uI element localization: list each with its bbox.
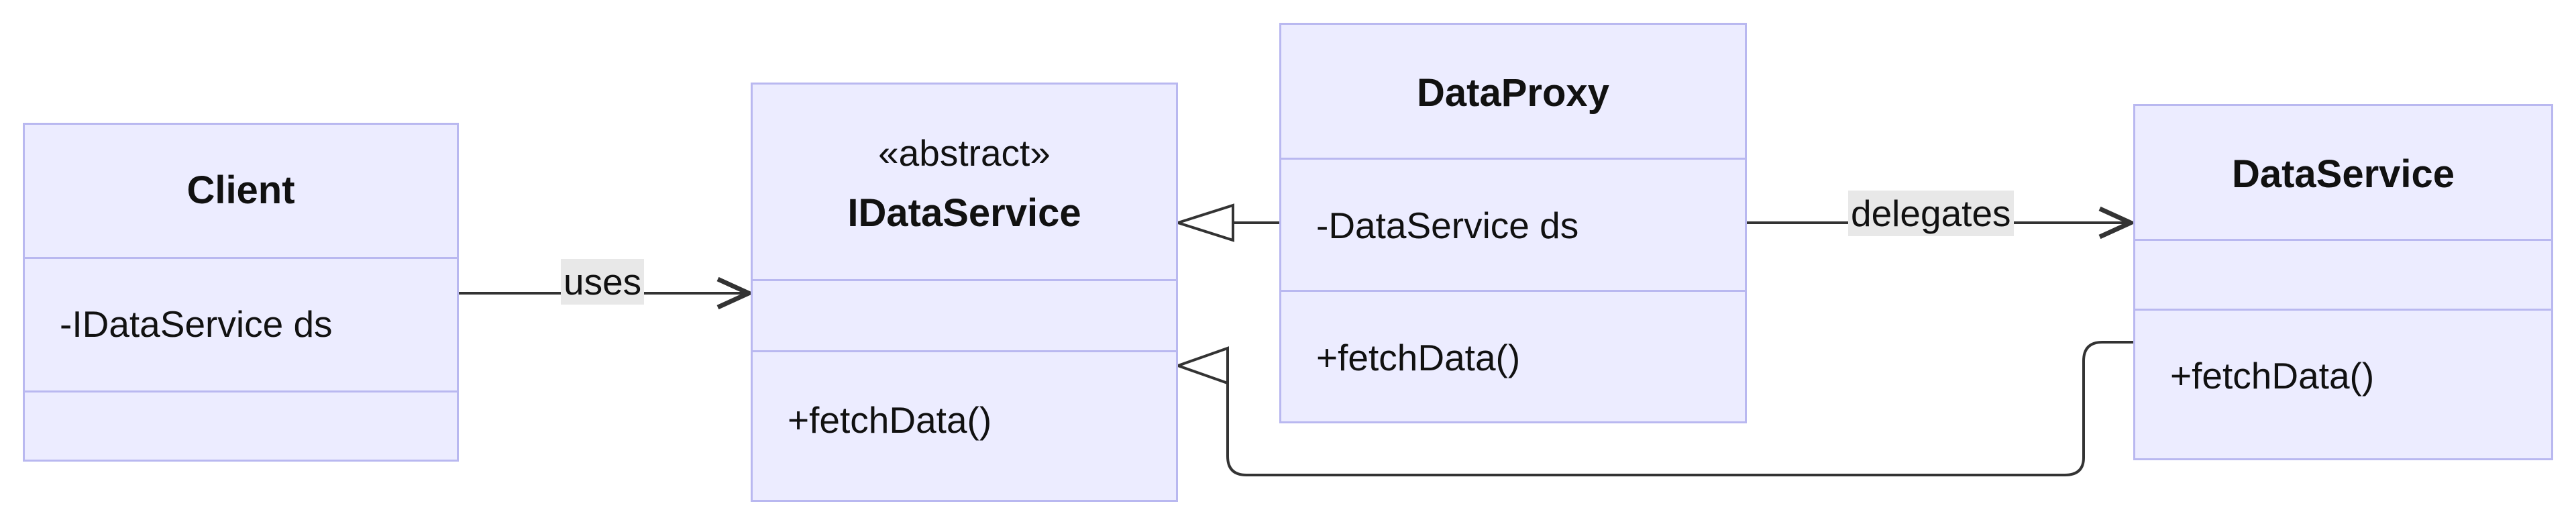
service-inheritance-edge-line	[1226, 341, 2133, 476]
service-inheritance-arrowhead	[1173, 346, 1229, 385]
class-dataservice[interactable]: DataService +fetchData()	[2133, 104, 2553, 460]
divider	[2135, 309, 2551, 311]
uses-label-text: uses	[564, 261, 642, 303]
method: +fetchData()	[788, 399, 992, 441]
delegates-label: delegates	[1848, 191, 2014, 236]
stereotype: «abstract»	[878, 132, 1051, 174]
divider	[753, 350, 1176, 352]
proxy-inheritance-arrowhead	[1173, 203, 1234, 242]
class-client[interactable]: Client -IDataService ds	[23, 123, 459, 462]
divider	[25, 390, 457, 392]
uses-arrowhead	[716, 276, 755, 310]
method: +fetchData()	[2170, 355, 2375, 397]
class-name: DataProxy	[1417, 71, 1609, 115]
uses-label: uses	[561, 259, 645, 305]
delegates-label-text: delegates	[1851, 193, 2011, 234]
method: +fetchData()	[1316, 337, 1521, 378]
divider	[1281, 158, 1745, 160]
attribute: -DataService ds	[1316, 205, 1579, 246]
divider	[1281, 290, 1745, 292]
class-name: DataService	[2231, 152, 2455, 196]
divider	[2135, 239, 2551, 241]
divider	[753, 279, 1176, 281]
class-name: IDataService	[847, 191, 1081, 235]
delegates-arrowhead	[2098, 206, 2137, 240]
divider	[25, 257, 457, 259]
class-name: Client	[186, 168, 295, 212]
class-idataservice[interactable]: «abstract» IDataService +fetchData()	[751, 83, 1178, 502]
class-dataproxy[interactable]: DataProxy -DataService ds +fetchData()	[1279, 23, 1747, 423]
attribute: -IDataService ds	[60, 303, 333, 345]
